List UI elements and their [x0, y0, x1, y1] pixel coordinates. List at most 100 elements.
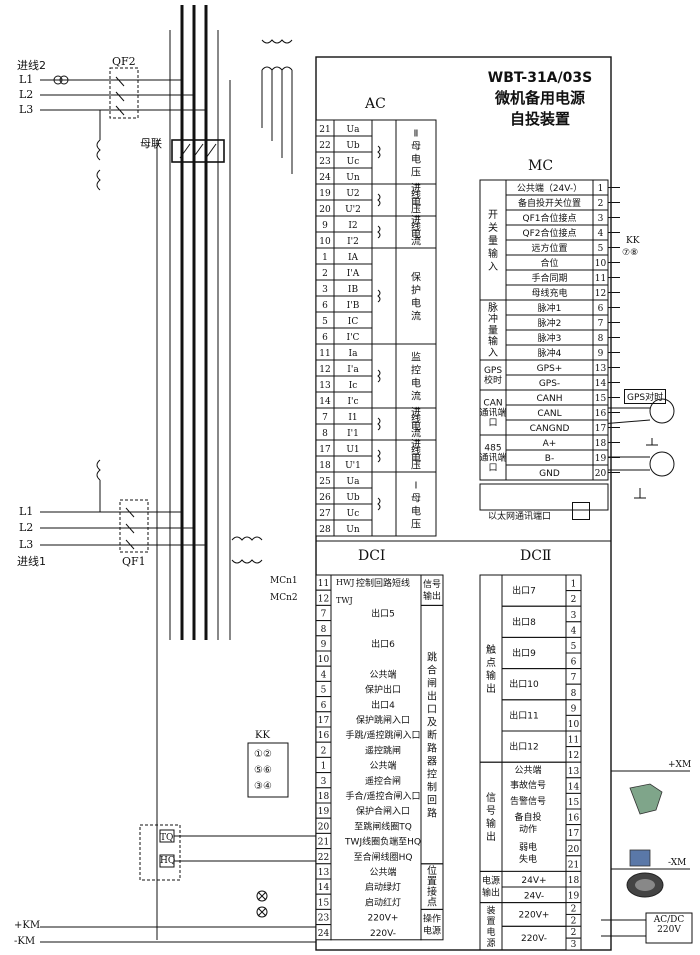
- tq-hq-coils: [139, 824, 316, 881]
- ac-terminal-num-text: 5: [322, 317, 328, 327]
- svg-text:护: 护: [411, 283, 421, 296]
- dc2-terminal-num-text: 18: [568, 876, 580, 886]
- label-qf2: QF2: [112, 55, 136, 68]
- svg-text:压: 压: [411, 518, 421, 530]
- dc1-terminal-num-text: 19: [318, 807, 330, 817]
- mc-row-num-text: 6: [598, 304, 604, 314]
- acdc-text: AC/DC 220V: [648, 915, 690, 935]
- svg-text:监: 监: [411, 350, 421, 363]
- svg-text:电: 电: [411, 152, 421, 165]
- svg-text:电: 电: [411, 452, 421, 465]
- mc-row-label-text: GND: [539, 469, 560, 479]
- mc-row-label-text: 备自投开关位置: [518, 197, 581, 209]
- ac-terminal-num-text: 20: [319, 205, 331, 215]
- ac-terminal-label-text: U1: [346, 445, 359, 455]
- dc2-terminal-num-text: 5: [571, 642, 577, 652]
- dc1-terminal-label: 遥控跳闸: [365, 744, 401, 756]
- svg-text:压: 压: [411, 204, 421, 216]
- dc1-terminal-num-text: 1: [321, 762, 327, 772]
- dc1-terminal-num-text: 20: [318, 822, 330, 832]
- svg-text:母: 母: [411, 140, 421, 152]
- dc2-terminal-num-text: 1: [571, 580, 577, 590]
- lamps: [256, 890, 268, 918]
- mc-row-label-text: 公共端（24V-）: [517, 182, 582, 194]
- mc-group-label: 口: [488, 419, 497, 429]
- dc1-terminal-label: 220V+: [368, 914, 399, 924]
- dc1-terminal-num-text: 24: [318, 929, 330, 939]
- svg-text:Ⅱ: Ⅱ: [414, 128, 419, 139]
- label-L3-bottom: L3: [19, 538, 34, 551]
- label-incoming1: 进线1: [17, 555, 46, 568]
- svg-text:线: 线: [411, 413, 421, 426]
- ac-terminal-label-text: U'2: [345, 205, 361, 215]
- ac-terminal-label-text: Un: [346, 525, 360, 535]
- dc1-terminal-label: 至合闸线圈HQ: [354, 851, 413, 863]
- ac-coil-icon: [377, 449, 381, 463]
- ac-terminal-label-text: Ub: [346, 493, 360, 503]
- dc2-terminal-num-text: 14: [568, 782, 580, 792]
- mc-row-label-text: 手合同期: [531, 272, 567, 284]
- label-kk-left: KK: [255, 730, 270, 741]
- dc1-terminal-label: 出口5: [371, 608, 395, 620]
- dc1-terminal-num-text: 9: [321, 640, 327, 650]
- dc1-terminal-label: 启动绿灯: [365, 881, 401, 893]
- dc2-power-label: 24V-: [524, 892, 544, 902]
- dc2-terminal-num-text: 11: [568, 736, 579, 746]
- mc-row-num-text: 8: [598, 334, 604, 344]
- acdc-line2: 220V: [657, 925, 681, 935]
- mc-row-num-text: 3: [598, 214, 604, 224]
- ac-terminal-label-text: Ic: [349, 381, 358, 391]
- svg-text:关: 关: [488, 221, 498, 234]
- label-hwj: HWJ: [336, 578, 355, 587]
- dc1-terminal-label: 出口6: [371, 638, 395, 650]
- svg-text:脉: 脉: [488, 301, 498, 314]
- section-ac: AC: [365, 96, 386, 112]
- dc2-terminal-num-text: 2: [571, 928, 577, 938]
- mc-row-num-text: 16: [595, 409, 607, 419]
- dc2-terminal-num: [565, 937, 582, 951]
- acdc-line1: AC/DC: [653, 915, 685, 925]
- dc1-terminal-label: 启动红灯: [365, 896, 401, 908]
- dc1-group-label: 电源: [423, 924, 441, 936]
- mc-row-label-text: CANH: [537, 394, 563, 404]
- ac-coil-cell: [371, 343, 397, 409]
- svg-text:触: 触: [486, 643, 496, 656]
- dc2-output-label: 出口12: [509, 741, 538, 753]
- ac-coil-icon: [377, 225, 381, 239]
- ac-terminal-num-text: 24: [319, 173, 331, 183]
- ethernet-row: [479, 483, 609, 511]
- dc1-terminal-num-text: 8: [321, 625, 327, 635]
- svg-text:量: 量: [488, 324, 498, 336]
- svg-text:源: 源: [486, 938, 495, 949]
- dc2-terminal-num-text: 21: [568, 860, 579, 870]
- incoming1-lines: [40, 459, 206, 553]
- ac-terminal-num-text: 7: [322, 413, 328, 423]
- mc-row-label-text: B-: [545, 454, 554, 464]
- dc2-output-label: 出口11: [509, 709, 538, 721]
- dc2-terminal-num-text: 19: [568, 892, 580, 902]
- dc2-signal-label: 备自投: [514, 811, 541, 823]
- svg-text:输: 输: [488, 247, 498, 260]
- kk-switch-left: [247, 742, 289, 798]
- svg-text:流: 流: [411, 309, 421, 322]
- dc1-terminal-num-text: 3: [321, 777, 327, 787]
- label-plus-km: +KM: [14, 920, 41, 931]
- dc1-terminal-label: 出口4: [371, 699, 395, 711]
- ac-terminal-num-text: 26: [319, 493, 331, 503]
- ac-terminal-label-text: IA: [348, 253, 359, 263]
- svg-text:电: 电: [411, 504, 421, 517]
- dc2-output-label: 出口9: [512, 647, 536, 659]
- svg-text:路: 路: [427, 742, 437, 755]
- dc2-terminal-num-text: 4: [571, 626, 577, 636]
- svg-text:控: 控: [427, 768, 437, 781]
- dc2-terminal-num-text: 20: [568, 845, 580, 855]
- mc-group-label: 485: [484, 444, 501, 454]
- bus2-pt: [261, 39, 293, 174]
